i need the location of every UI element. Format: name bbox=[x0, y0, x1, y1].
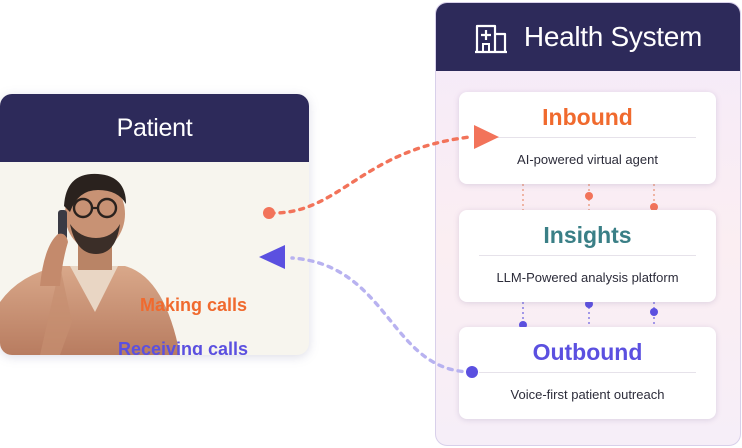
inbound-box: Inbound AI-powered virtual agent bbox=[459, 92, 716, 184]
outbound-title: Outbound bbox=[532, 339, 643, 365]
health-system-title: Health System bbox=[523, 21, 703, 52]
insights-subtitle: LLM-Powered analysis platform bbox=[496, 270, 679, 285]
inbound-subtitle: AI-powered virtual agent bbox=[517, 152, 658, 167]
patient-title: Patient bbox=[116, 113, 193, 142]
making-calls-label: Making calls bbox=[140, 295, 248, 315]
insights-box: Insights LLM-Powered analysis platform bbox=[459, 210, 716, 302]
divider bbox=[479, 137, 696, 138]
insights-title: Insights bbox=[543, 222, 632, 248]
patient-card: Patient Making calls Receiving calls bbox=[0, 94, 309, 355]
patient-card-header: Patient bbox=[0, 94, 309, 162]
health-system-header: Health System bbox=[436, 3, 740, 71]
receiving-calls-label: Receiving calls bbox=[118, 339, 249, 355]
divider bbox=[479, 372, 696, 373]
patient-photo bbox=[0, 173, 180, 355]
hospital-icon bbox=[474, 24, 507, 54]
outbound-box: Outbound Voice-first patient outreach bbox=[459, 327, 716, 419]
outbound-subtitle: Voice-first patient outreach bbox=[510, 387, 665, 402]
divider bbox=[479, 255, 696, 256]
inbound-title: Inbound bbox=[542, 104, 633, 130]
